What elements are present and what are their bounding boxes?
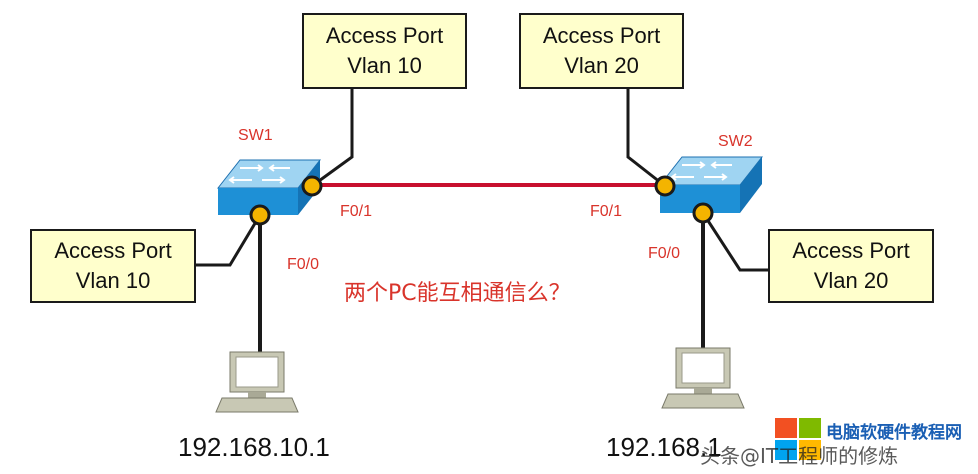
sw1-pc-port-label: F0/0 <box>287 256 320 273</box>
sw2-right-callout: Access Port Vlan 20 <box>768 229 934 303</box>
sw1-top-callout-line1: Access Port <box>325 23 444 48</box>
sw1-name-label: SW1 <box>238 127 273 144</box>
sw2-right-callout-line2: Vlan 20 <box>813 268 889 293</box>
watermark-overlay-text: 头条@IT工程师的修炼 <box>700 444 899 468</box>
sw2-pc-port-dot <box>692 202 714 224</box>
sw1-left-callout-line1: Access Port <box>54 238 172 263</box>
sw2-top-callout-line1: Access Port <box>542 23 661 48</box>
sw1-left-callout-line2: Vlan 10 <box>75 268 151 293</box>
sw1-switch-icon <box>216 159 322 215</box>
pc1-ip-label: 192.168.10.1 <box>178 432 330 462</box>
sw2-switch-icon <box>658 156 764 213</box>
sw1-top-callout: Access Port Vlan 10 <box>302 13 467 89</box>
sw2-trunk-port-dot <box>654 175 676 197</box>
pc2-icon <box>661 347 745 409</box>
sw1-left-callout-line <box>195 214 262 267</box>
sw1-top-callout-line2: Vlan 10 <box>347 53 422 78</box>
pc2-ip-label: 192.168.1 <box>606 432 722 462</box>
sw1-pc-port-dot <box>249 204 271 226</box>
watermark-site-name: 电脑软硬件教程网 <box>826 423 962 443</box>
sw1-trunk-port-dot <box>301 175 323 197</box>
sw1-top-callout-line <box>311 88 354 188</box>
sw1-trunk-port-label: F0/1 <box>340 203 373 220</box>
sw2-top-callout-line <box>626 88 666 188</box>
sw2-right-callout-line <box>701 212 768 272</box>
sw2-right-callout-line1: Access Port <box>792 238 910 263</box>
question-text: 两个PC能互相通信么？ <box>344 281 571 306</box>
sw2-trunk-port-label: F0/1 <box>590 203 623 220</box>
sw1-left-callout: Access Port Vlan 10 <box>30 229 196 303</box>
sw2-pc-port-label: F0/0 <box>648 245 681 262</box>
windows-logo-icon <box>775 418 821 460</box>
pc1-icon <box>215 351 299 413</box>
sw2-top-callout-line2: Vlan 20 <box>564 53 639 78</box>
sw2-name-label: SW2 <box>718 133 753 150</box>
sw2-top-callout: Access Port Vlan 20 <box>519 13 684 89</box>
